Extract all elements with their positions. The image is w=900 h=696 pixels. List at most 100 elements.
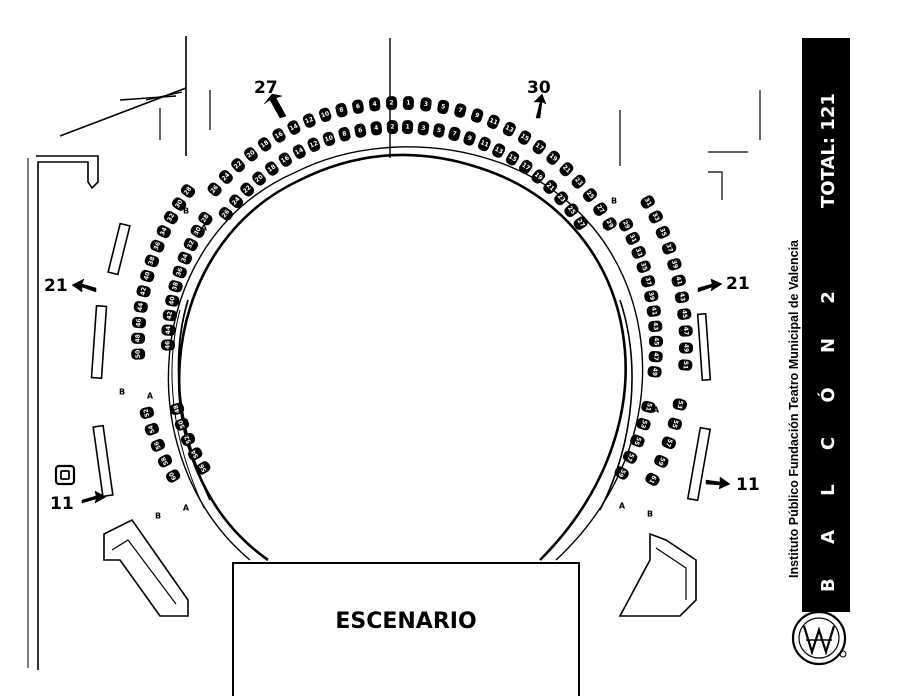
seat-b-27[interactable]: 27 <box>591 201 609 218</box>
seat-b-53[interactable]: 53 <box>672 398 688 412</box>
seat-a-5[interactable]: 5 <box>432 123 445 139</box>
seat-b-24[interactable]: 24 <box>217 168 235 186</box>
seat-a-25[interactable]: 25 <box>562 202 580 219</box>
seat-b-23[interactable]: 23 <box>570 173 588 191</box>
seat-b-9[interactable]: 9 <box>470 107 485 124</box>
seat-b-21[interactable]: 21 <box>558 160 576 178</box>
seat-a-1[interactable]: 1 <box>402 120 414 135</box>
seat-a-31[interactable]: 31 <box>624 230 641 246</box>
seat-b-5[interactable]: 5 <box>437 99 450 115</box>
seat-b-59[interactable]: 59 <box>653 453 670 469</box>
seat-b-47[interactable]: 47 <box>678 325 693 337</box>
seat-a-28[interactable]: 28 <box>197 210 215 227</box>
seat-a-36[interactable]: 36 <box>171 265 188 280</box>
seat-a-17[interactable]: 17 <box>517 158 534 176</box>
seat-a-13[interactable]: 13 <box>491 142 507 159</box>
seat-b-38[interactable]: 38 <box>144 253 161 268</box>
seat-a-46[interactable]: 46 <box>161 339 175 351</box>
seat-b-54[interactable]: 54 <box>144 422 161 437</box>
seat-a-30[interactable]: 30 <box>189 223 207 239</box>
seat-a-22[interactable]: 22 <box>238 181 256 199</box>
seat-b-26[interactable]: 26 <box>206 181 224 198</box>
seat-b-42[interactable]: 42 <box>136 284 152 298</box>
seat-b-19[interactable]: 19 <box>545 149 562 167</box>
seat-b-33[interactable]: 33 <box>647 209 664 225</box>
seat-a-54[interactable]: 54 <box>186 446 204 462</box>
seat-a-33[interactable]: 33 <box>630 245 647 260</box>
seat-b-3[interactable]: 3 <box>420 97 432 112</box>
seat-b-6[interactable]: 6 <box>351 99 364 115</box>
seat-a-11[interactable]: 11 <box>477 135 493 152</box>
seat-a-48[interactable]: 48 <box>169 402 185 416</box>
seat-b-43[interactable]: 43 <box>674 291 690 304</box>
seat-a-45[interactable]: 45 <box>648 335 664 347</box>
seat-a-3[interactable]: 3 <box>417 121 430 136</box>
seat-a-15[interactable]: 15 <box>504 149 521 167</box>
seat-b-40[interactable]: 40 <box>139 269 155 283</box>
seat-b-58[interactable]: 58 <box>156 453 173 469</box>
seat-b-30[interactable]: 30 <box>170 196 188 213</box>
seat-a-32[interactable]: 32 <box>182 237 199 253</box>
seat-a-41[interactable]: 41 <box>646 305 661 318</box>
seat-a-6[interactable]: 6 <box>354 123 367 139</box>
seat-b-50[interactable]: 50 <box>131 348 146 360</box>
seat-b-20[interactable]: 20 <box>242 145 259 163</box>
seat-a-49[interactable]: 49 <box>647 366 662 378</box>
seat-a-55[interactable]: 55 <box>629 433 646 448</box>
seat-a-2[interactable]: 2 <box>386 120 398 135</box>
seat-a-9[interactable]: 9 <box>462 130 477 147</box>
seat-a-10[interactable]: 10 <box>322 130 337 147</box>
seat-b-14[interactable]: 14 <box>286 119 302 136</box>
seat-b-41[interactable]: 41 <box>671 274 687 288</box>
seat-b-57[interactable]: 57 <box>660 435 677 450</box>
seat-a-7[interactable]: 7 <box>447 126 461 142</box>
seat-a-42[interactable]: 42 <box>162 309 178 322</box>
seat-b-1[interactable]: 1 <box>402 96 414 111</box>
seat-a-51[interactable]: 51 <box>640 400 656 414</box>
seat-a-18[interactable]: 18 <box>263 160 280 178</box>
seat-a-40[interactable]: 40 <box>164 294 180 307</box>
seat-a-4[interactable]: 4 <box>370 121 383 136</box>
seat-b-7[interactable]: 7 <box>453 102 467 118</box>
seat-b-32[interactable]: 32 <box>162 209 180 225</box>
seat-a-38[interactable]: 38 <box>167 279 183 293</box>
seat-a-12[interactable]: 12 <box>306 136 322 153</box>
seat-b-46[interactable]: 46 <box>131 316 147 329</box>
seat-b-45[interactable]: 45 <box>677 308 692 320</box>
seat-b-11[interactable]: 11 <box>486 113 502 130</box>
seat-a-37[interactable]: 37 <box>640 274 656 288</box>
seat-a-43[interactable]: 43 <box>648 320 663 332</box>
seat-a-26[interactable]: 26 <box>217 205 235 222</box>
seat-b-12[interactable]: 12 <box>302 112 317 129</box>
seat-b-61[interactable]: 61 <box>644 471 662 487</box>
seat-b-60[interactable]: 60 <box>164 468 182 485</box>
seat-b-49[interactable]: 49 <box>678 342 694 354</box>
seat-a-57[interactable]: 57 <box>621 449 638 465</box>
seat-b-25[interactable]: 25 <box>581 186 599 203</box>
seat-a-44[interactable]: 44 <box>161 324 176 336</box>
seat-a-56[interactable]: 56 <box>194 460 212 477</box>
seat-a-34[interactable]: 34 <box>176 250 193 265</box>
seat-a-53[interactable]: 53 <box>635 417 652 432</box>
seat-a-8[interactable]: 8 <box>337 126 351 142</box>
seat-a-50[interactable]: 50 <box>174 417 191 432</box>
seat-b-13[interactable]: 13 <box>501 120 517 137</box>
seat-b-37[interactable]: 37 <box>661 241 678 256</box>
seat-b-39[interactable]: 39 <box>666 257 683 272</box>
seat-b-35[interactable]: 35 <box>654 224 671 240</box>
seat-b-44[interactable]: 44 <box>133 300 148 313</box>
seat-a-21[interactable]: 21 <box>541 178 559 196</box>
seat-b-51[interactable]: 51 <box>678 359 693 371</box>
seat-b-52[interactable]: 52 <box>139 406 155 420</box>
seat-a-24[interactable]: 24 <box>227 193 245 210</box>
seat-b-55[interactable]: 55 <box>667 417 683 431</box>
seat-a-20[interactable]: 20 <box>250 170 267 188</box>
seat-b-56[interactable]: 56 <box>149 438 166 454</box>
seat-b-48[interactable]: 48 <box>131 332 146 344</box>
seat-b-10[interactable]: 10 <box>318 106 333 123</box>
seat-a-59[interactable]: 59 <box>613 465 631 482</box>
seat-a-47[interactable]: 47 <box>648 350 663 363</box>
seat-b-4[interactable]: 4 <box>368 97 381 112</box>
seat-a-16[interactable]: 16 <box>277 151 294 169</box>
seat-b-34[interactable]: 34 <box>155 224 172 240</box>
